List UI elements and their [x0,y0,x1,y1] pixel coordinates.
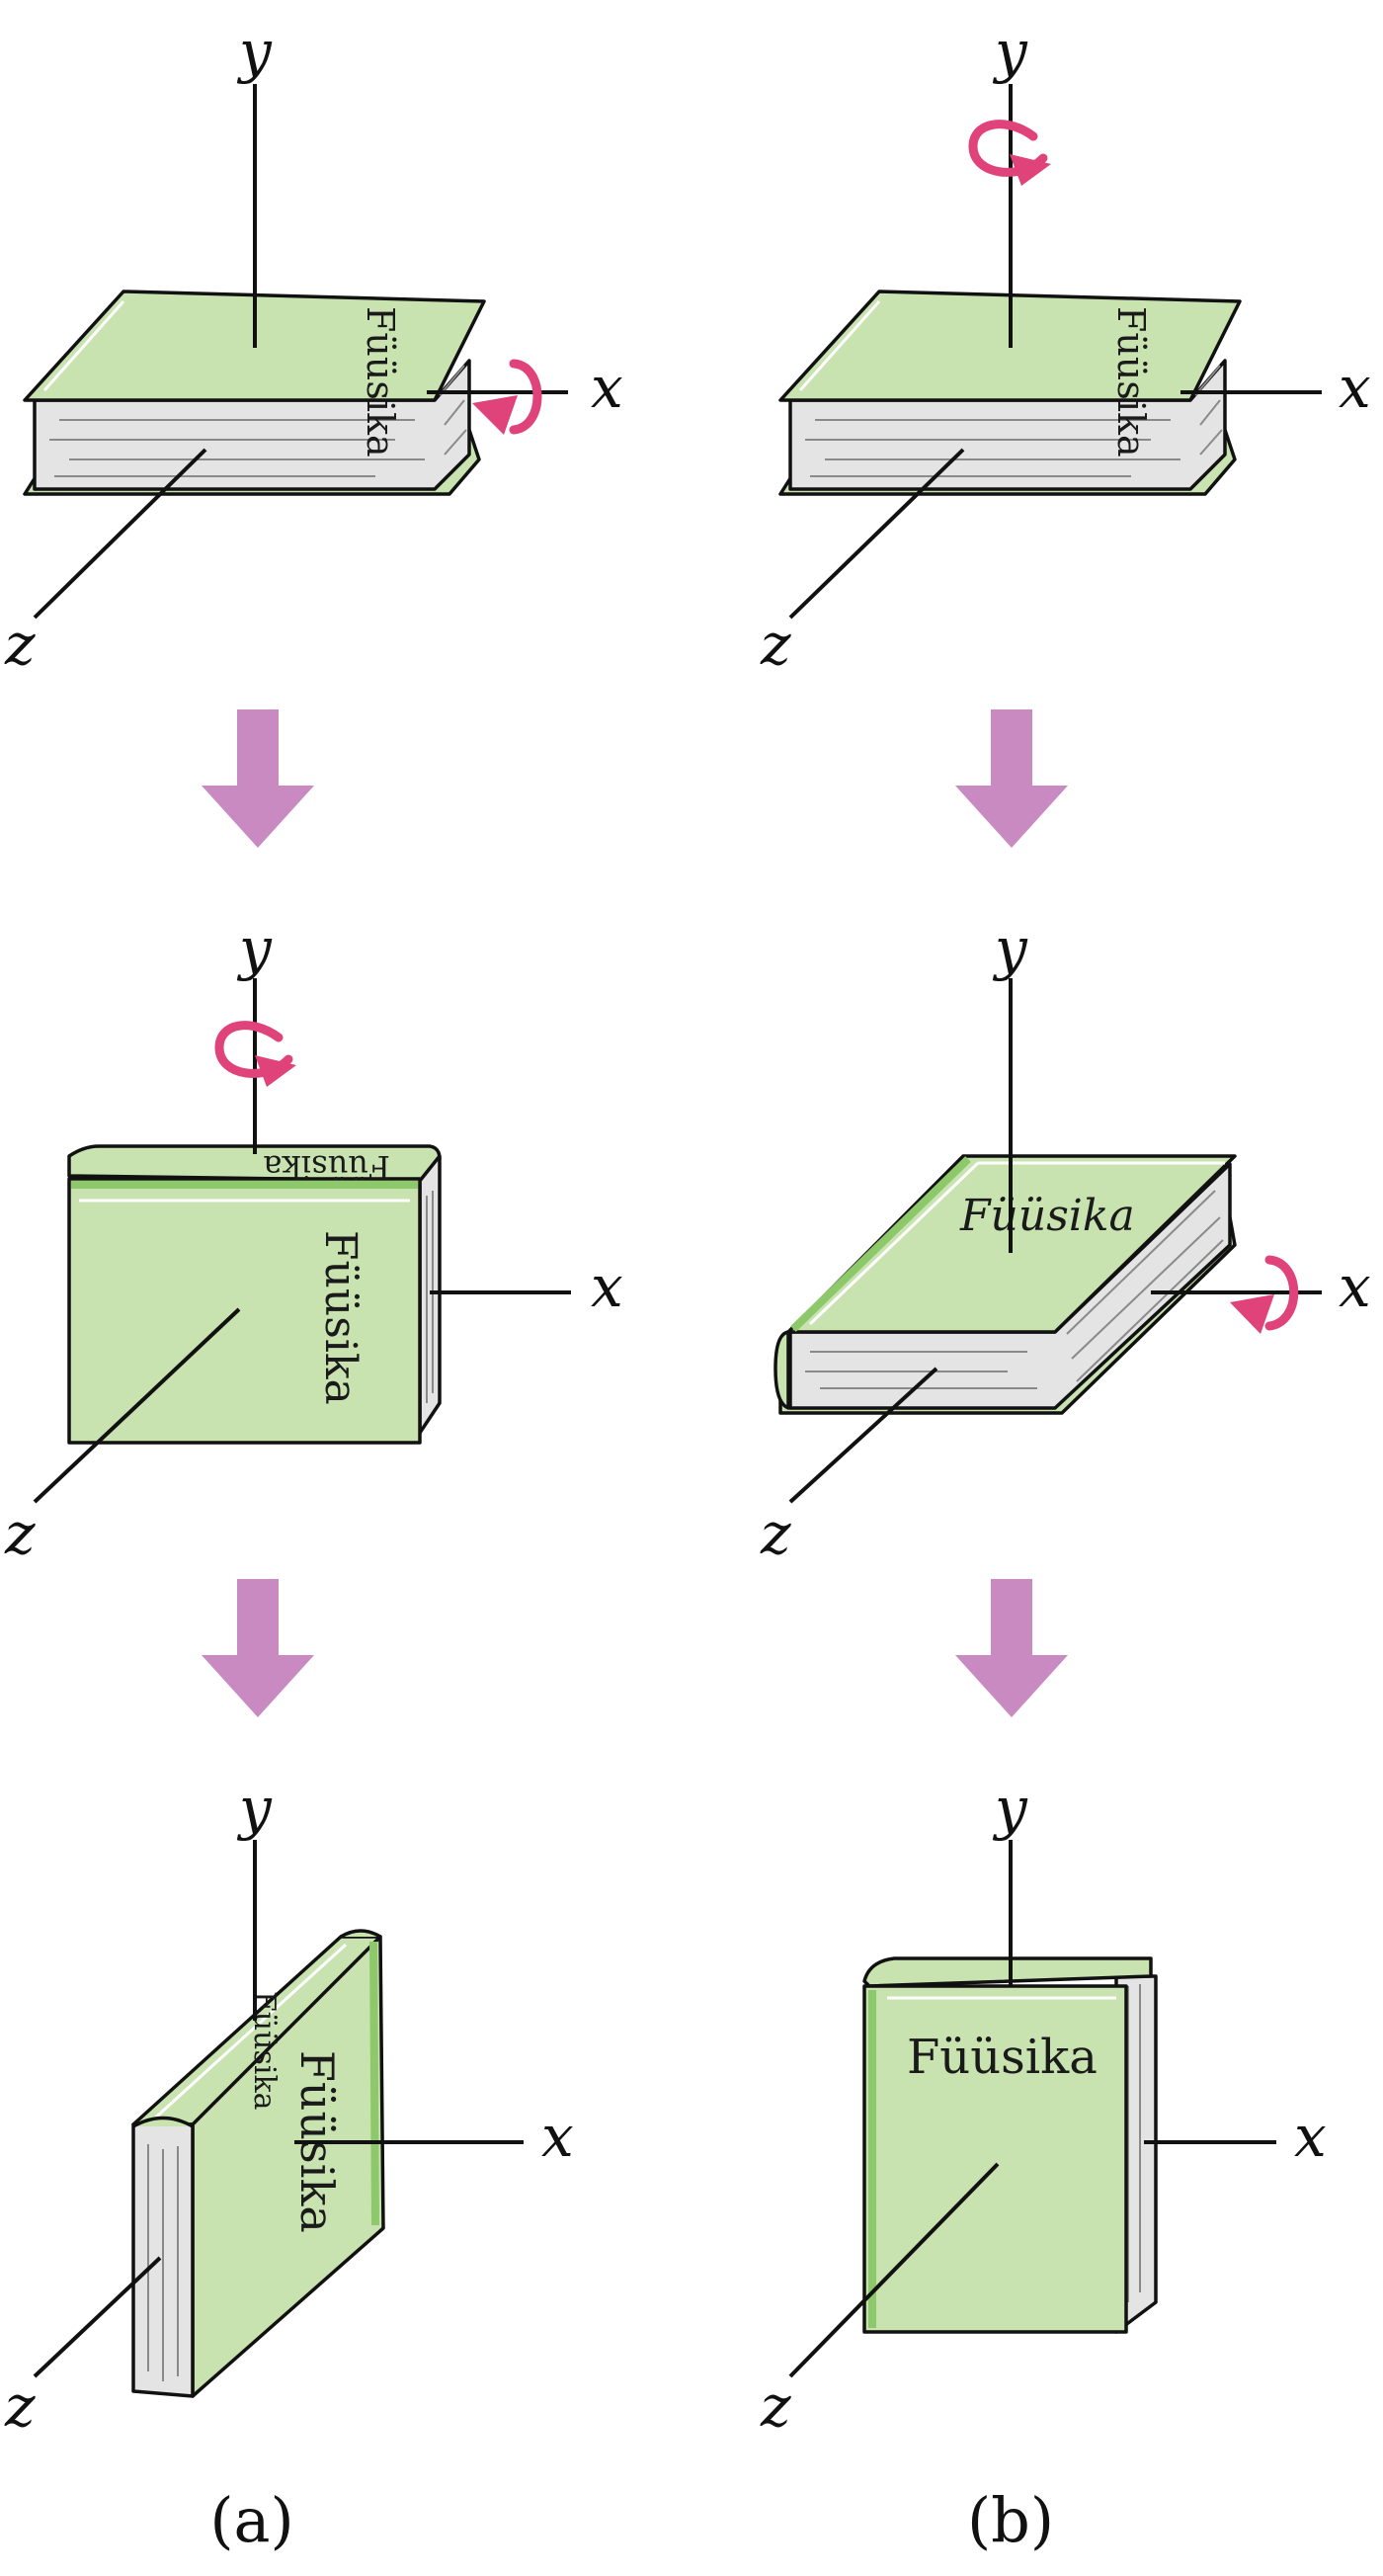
rotation-arrow-icon [1230,1255,1299,1334]
z-axis [788,1367,938,1504]
x-axis-label: x [541,2103,574,2170]
book-title-cover: Füüsika [315,1230,366,1405]
book-title-spine: Füüsika [247,1991,282,2111]
book-front: Füüsika [862,1956,1158,2334]
z-axis [788,448,965,620]
panel-b-step-1: Füüsika y x z [760,18,1371,678]
down-arrow-icon [955,709,1068,848]
y-axis-label: y [992,915,1028,982]
book-flat: Füüsika [778,290,1242,496]
z-axis [33,2256,162,2378]
book-title: Füüsika [1109,306,1153,457]
book-flat-rotated: Füüsika [773,1154,1237,1415]
book-title: Füüsika [359,306,402,457]
down-arrow-icon [202,709,314,848]
z-axis-label: z [760,611,791,678]
down-arrow-icon [202,1579,314,1717]
z-axis [33,1307,241,1504]
z-axis-label: z [4,1500,36,1567]
rotation-arrow-icon [214,1021,296,1087]
z-axis-label: z [760,1500,791,1567]
y-axis-label: y [992,18,1028,85]
rotation-arrow-icon [968,120,1051,186]
x-axis-label: x [1294,2103,1327,2170]
z-axis [33,448,207,620]
panel-a-step-3: Füüsika Füüsika y x z [4,1775,574,2440]
x-axis-label: x [1339,354,1371,421]
y-axis-label: y [236,1775,273,1842]
book-standing: Füüsika Füüsika [131,1929,385,2398]
book-title: Füüsika [907,2030,1098,2085]
x-axis-label: x [591,354,623,421]
z-axis-label: z [4,611,36,678]
panel-b-step-3: Füüsika y x z [760,1775,1327,2440]
book-upright: Füüsika Füüsika [67,1144,442,1445]
x-axis-label: x [1339,1253,1371,1320]
panel-b-step-2: Füüsika y x z [760,915,1371,1567]
y-axis-label: y [992,1775,1028,1842]
caption-b: (b) [967,2484,1054,2556]
caption-a: (a) [209,2484,293,2556]
y-axis-label: y [236,18,273,85]
book-title: Füüsika [959,1191,1135,1241]
z-axis-label: z [760,2372,791,2440]
rotation-arrow-icon [472,359,542,435]
book-title-spine: Füüsika [263,1148,390,1186]
z-axis-label: z [4,2372,36,2440]
z-axis [788,2162,1000,2378]
panel-a-step-1: Füüsika y x z [4,18,623,678]
y-axis-label: y [236,915,273,982]
panel-a-step-2: Füüsika Füüsika y x z [4,915,623,1567]
x-axis-label: x [591,1253,623,1320]
down-arrow-icon [955,1579,1068,1717]
